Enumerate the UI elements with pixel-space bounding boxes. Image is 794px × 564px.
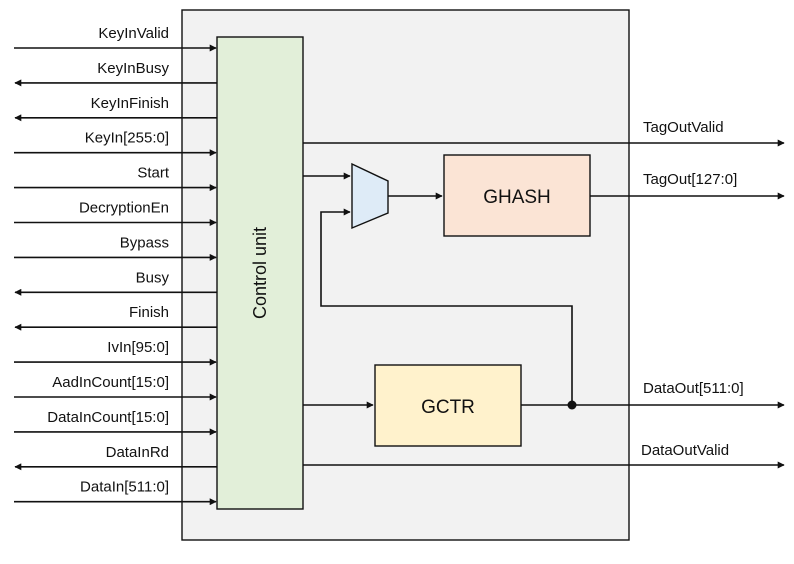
port-label-busy: Busy xyxy=(136,269,170,286)
port-label-aadincount-15-0: AadInCount[15:0] xyxy=(52,374,169,391)
port-label-datain-511-0: DataIn[511:0] xyxy=(80,479,169,496)
gctr-block xyxy=(374,364,522,447)
junction-dot xyxy=(567,400,577,410)
port-label-bypass: Bypass xyxy=(120,234,169,251)
port-label-datainrd: DataInRd xyxy=(106,444,169,461)
port-label-keyinvalid: KeyInValid xyxy=(98,25,169,42)
tag-out-label: TagOut[127:0] xyxy=(643,171,737,188)
port-wires xyxy=(14,44,217,506)
ghash-block xyxy=(443,154,591,237)
gctr-label: GCTR xyxy=(421,397,475,418)
control-unit-block xyxy=(216,36,304,510)
port-label-keyinbusy: KeyInBusy xyxy=(97,60,169,77)
gctr-feedback-wire xyxy=(320,208,573,405)
data-out-label: DataOut[511:0] xyxy=(643,380,744,397)
port-label-start: Start xyxy=(137,165,170,182)
port-labels: KeyInValidKeyInBusyKeyInFinishKeyIn[255:… xyxy=(47,25,170,496)
ghash-label: GHASH xyxy=(483,187,551,208)
tag-out-valid-label: TagOutValid xyxy=(643,119,724,136)
port-label-dataincount-15-0: DataInCount[15:0] xyxy=(47,409,169,426)
control-unit-label: Control unit xyxy=(250,227,270,319)
port-label-keyinfinish: KeyInFinish xyxy=(91,95,169,112)
data-out-valid-label: DataOutValid xyxy=(641,442,729,459)
port-label-decryptionen: DecryptionEn xyxy=(79,200,169,217)
port-label-finish: Finish xyxy=(129,304,169,321)
port-label-ivin-95-0: IvIn[95:0] xyxy=(107,339,169,356)
multiplexer xyxy=(351,162,389,230)
port-label-keyin-255-0: KeyIn[255:0] xyxy=(85,130,169,147)
